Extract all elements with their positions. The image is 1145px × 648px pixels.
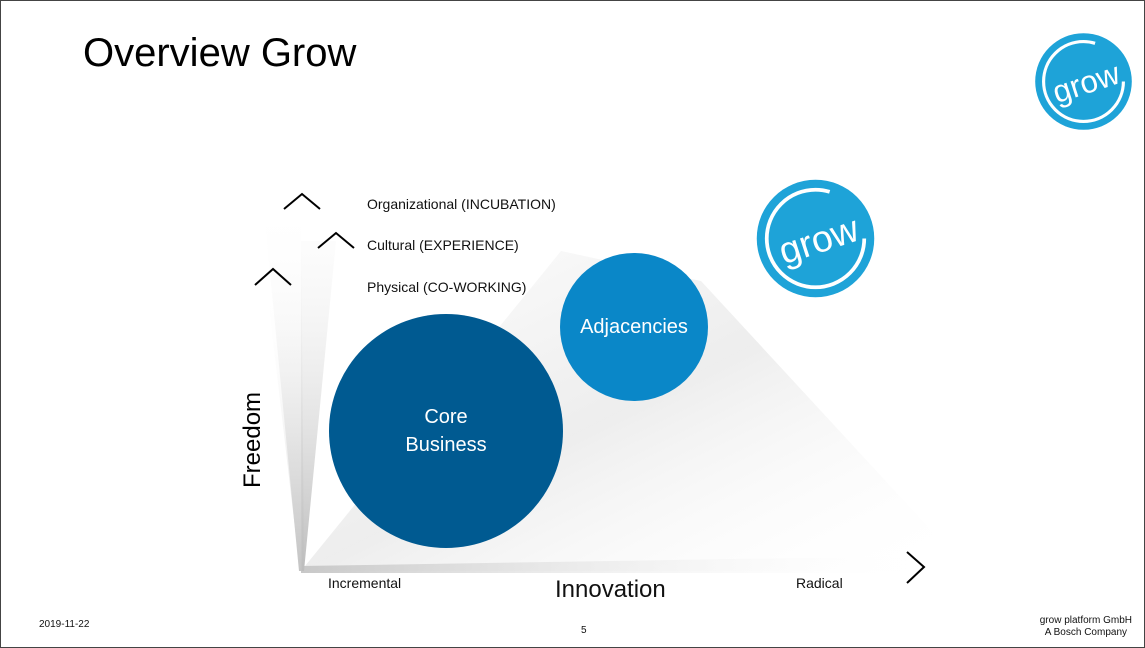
core-business-bubble: Core Business	[329, 314, 563, 548]
core-business-label: Core Business	[405, 406, 487, 456]
cultural-bar	[301, 241, 336, 571]
slide-title: Overview Grow	[83, 31, 357, 75]
chevron-up-icon	[283, 192, 321, 210]
grow-logo-large: grow	[756, 179, 875, 298]
level-physical: Physical (CO-WORKING)	[367, 279, 527, 295]
adjacencies-bubble: Adjacencies	[560, 253, 708, 401]
footer-date: 2019-11-22	[39, 619, 90, 630]
innovation-axis-bar	[301, 556, 921, 573]
level-cultural: Cultural (EXPERIENCE)	[367, 237, 519, 253]
chevron-right-icon	[906, 551, 926, 584]
level-organizational: Organizational (INCUBATION)	[367, 196, 556, 212]
physical-bar	[266, 281, 302, 571]
footer-company: grow platform GmbH A Bosch Company	[1040, 615, 1132, 639]
company-tagline: A Bosch Company	[1044, 627, 1127, 638]
chevron-up-icon	[317, 231, 355, 249]
chevron-up-icon	[254, 267, 292, 286]
y-axis-label: Freedom	[239, 391, 266, 488]
x-axis-start-label: Incremental	[328, 575, 402, 591]
page-number: 5	[581, 625, 587, 636]
company-name: grow platform GmbH	[1039, 615, 1132, 626]
grow-logo: grow	[1035, 33, 1132, 130]
x-axis-end-label: Radical	[796, 575, 843, 591]
x-axis-label: Innovation	[555, 576, 666, 603]
adjacencies-label: Adjacencies	[580, 316, 688, 338]
